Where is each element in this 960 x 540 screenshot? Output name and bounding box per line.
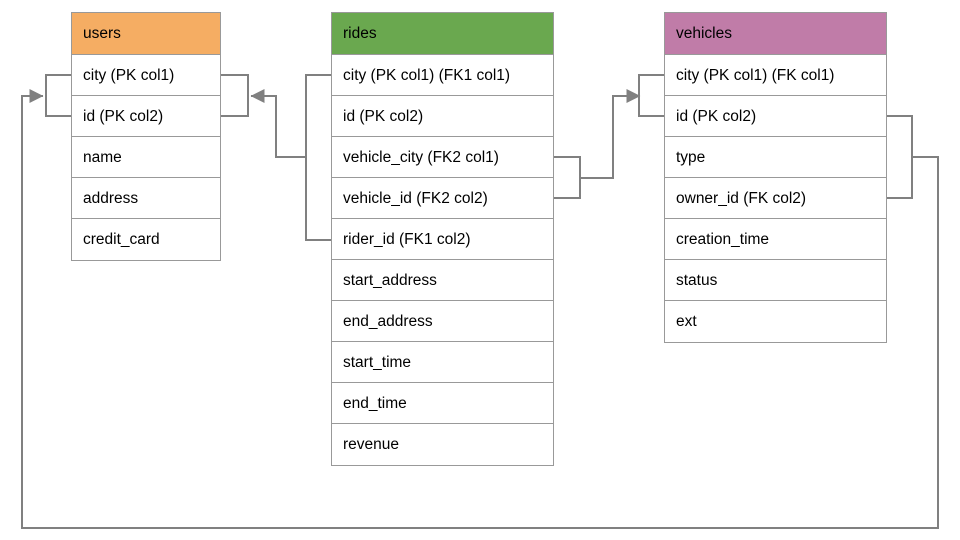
table-rides-column-start-address[interactable]: start_address [332, 260, 553, 301]
table-rides[interactable]: rides city (PK col1) (FK1 col1) id (PK c… [331, 12, 554, 466]
table-vehicles[interactable]: vehicles city (PK col1) (FK col1) id (PK… [664, 12, 887, 343]
connector-vehicles-fk-bracket [886, 115, 913, 199]
table-users-column-name[interactable]: name [72, 137, 220, 178]
table-vehicles-column-id[interactable]: id (PK col2) [665, 96, 886, 137]
table-rides-column-end-time[interactable]: end_time [332, 383, 553, 424]
connector-rides-fk1-bracket [305, 74, 332, 241]
table-users-column-credit-card[interactable]: credit_card [72, 219, 220, 260]
table-rides-column-start-time[interactable]: start_time [332, 342, 553, 383]
table-users-column-id[interactable]: id (PK col2) [72, 96, 220, 137]
table-users-header: users [72, 13, 220, 55]
table-vehicles-column-type[interactable]: type [665, 137, 886, 178]
table-vehicles-column-ext[interactable]: ext [665, 301, 886, 342]
table-vehicles-column-creation-time[interactable]: creation_time [665, 219, 886, 260]
table-rides-column-end-address[interactable]: end_address [332, 301, 553, 342]
table-rides-column-id[interactable]: id (PK col2) [332, 96, 553, 137]
table-vehicles-column-status[interactable]: status [665, 260, 886, 301]
connector-vehicles-left-bracket [638, 74, 665, 117]
connector-users-left-bracket [45, 74, 72, 117]
table-rides-header: rides [332, 13, 553, 55]
table-users-column-city[interactable]: city (PK col1) [72, 55, 220, 96]
table-rides-column-vehicle-city[interactable]: vehicle_city (FK2 col1) [332, 137, 553, 178]
table-users[interactable]: users city (PK col1) id (PK col2) name a… [71, 12, 221, 261]
connector-rides-fk2-line [579, 89, 641, 179]
table-rides-column-city[interactable]: city (PK col1) (FK1 col1) [332, 55, 553, 96]
connector-users-right-bracket [220, 74, 249, 117]
table-vehicles-header: vehicles [665, 13, 886, 55]
table-rides-column-rider-id[interactable]: rider_id (FK1 col2) [332, 219, 553, 260]
table-users-column-address[interactable]: address [72, 178, 220, 219]
table-vehicles-column-owner-id[interactable]: owner_id (FK col2) [665, 178, 886, 219]
connector-rides-fk1-line [250, 89, 307, 158]
connector-rides-fk2-bracket [553, 156, 581, 199]
table-vehicles-column-city[interactable]: city (PK col1) (FK col1) [665, 55, 886, 96]
table-rides-column-vehicle-id[interactable]: vehicle_id (FK2 col2) [332, 178, 553, 219]
table-rides-column-revenue[interactable]: revenue [332, 424, 553, 465]
